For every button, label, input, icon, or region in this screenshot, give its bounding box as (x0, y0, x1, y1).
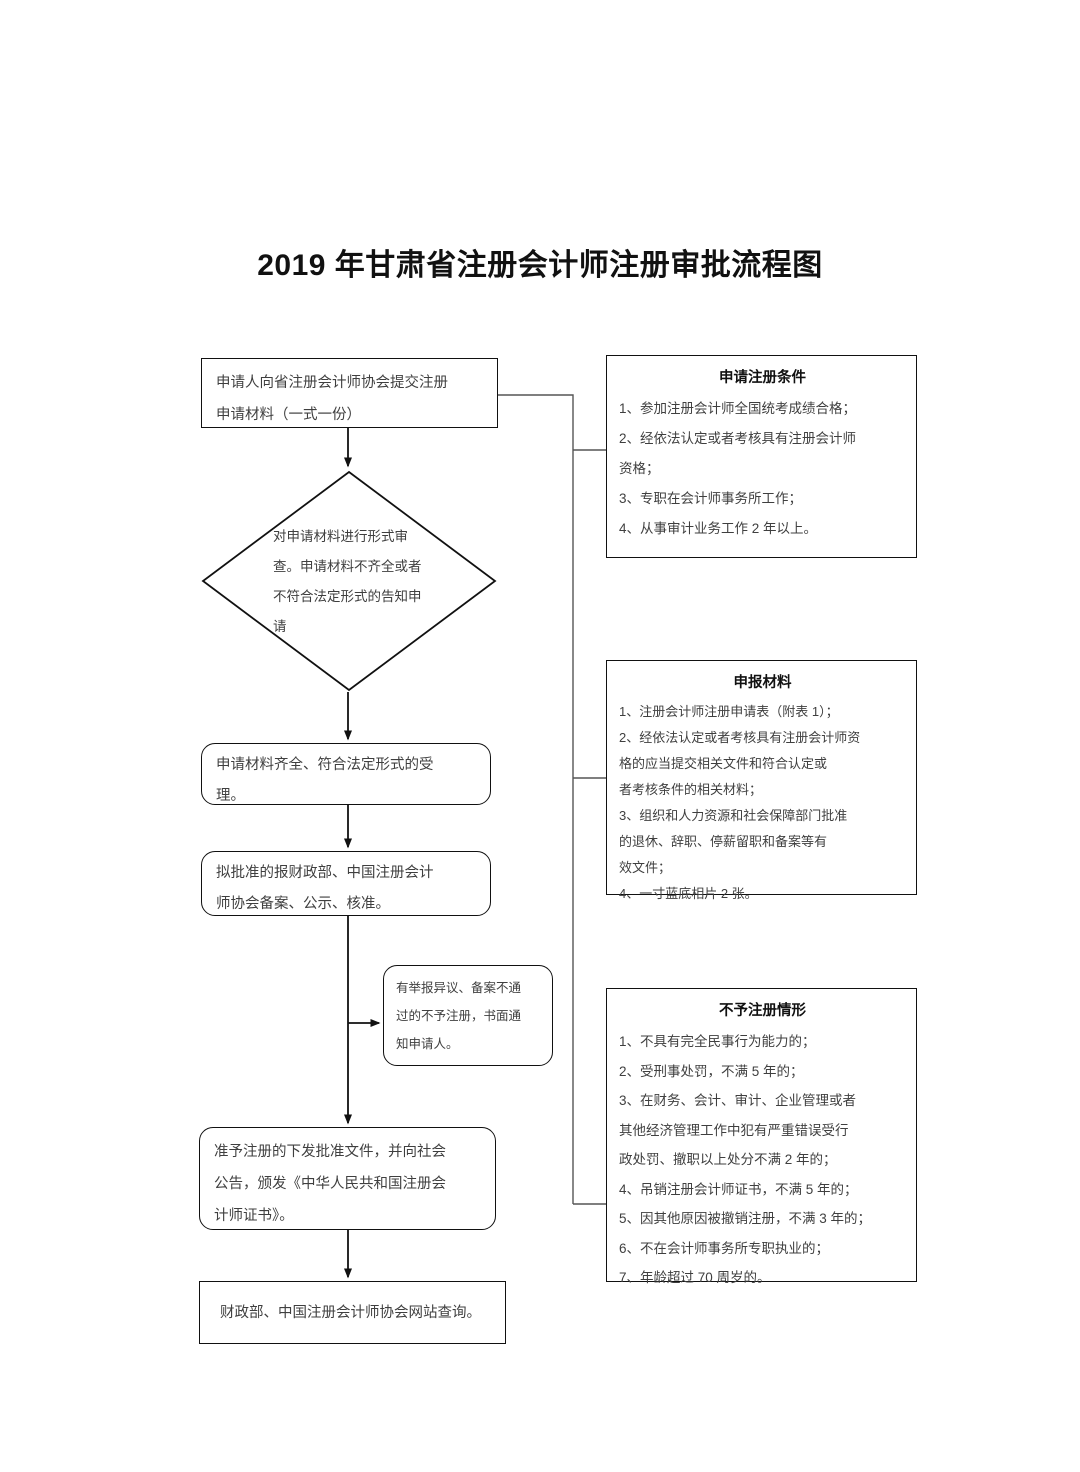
list-item: 3、在财务、会计、审计、企业管理或者 其他经济管理工作中犯有严重错误受行 政处罚… (619, 1093, 857, 1167)
node-refusal-notification: 有举报异议、备案不通 过的不予注册，书面通 知申请人。 (383, 965, 553, 1066)
list-item: 2、经依法认定或者考核具有注册会计师 资格； (619, 431, 857, 476)
node-submit-application-text: 申请人向省注册会计师协会提交注册 申请材料（一式一份） (216, 375, 448, 423)
node-accept-application: 申请材料齐全、符合法定形式的受 理。 (201, 743, 491, 805)
panel-submission-materials-title: 申报材料 (733, 675, 792, 691)
list-item: 5、因其他原因被撤销注册，不满 3 年的； (619, 1211, 872, 1226)
node-submit-application: 申请人向省注册会计师协会提交注册 申请材料（一式一份） (201, 358, 498, 428)
panel-refusal-circumstances-list: 1、不具有完全民事行为能力的； 2、受刑事处罚，不满 5 年的； 3、在财务、会… (617, 1027, 908, 1293)
list-item: 2、经依法认定或者考核具有注册会计师资 格的应当提交相关文件和符合认定或 者考核… (619, 730, 861, 797)
list-item: 7、年龄超过 70 周岁的。 (619, 1270, 771, 1285)
panel-submission-materials-list: 1、注册会计师注册申请表（附表 1）； 2、经依法认定或者考核具有注册会计师资 … (617, 699, 908, 907)
list-item: 1、注册会计师注册申请表（附表 1）； (619, 704, 839, 719)
panel-submission-materials: 申报材料 1、注册会计师注册申请表（附表 1）； 2、经依法认定或者考核具有注册… (606, 660, 917, 901)
node-accept-application-text: 申请材料齐全、符合法定形式的受 理。 (216, 757, 434, 804)
panel-refusal-circumstances-title: 不予注册情形 (719, 1003, 806, 1019)
node-approval-filing-text: 拟批准的报财政部、中国注册会计 师协会备案、公示、核准。 (216, 865, 434, 912)
node-form-review-decision: 对申请材料进行形式审查。申请材料不齐全或者不符合法定形式的告知申请 (201, 470, 497, 692)
node-form-review-decision-text: 对申请材料进行形式审查。申请材料不齐全或者不符合法定形式的告知申请 (273, 529, 422, 634)
panel-refusal-circumstances: 不予注册情形 1、不具有完全民事行为能力的； 2、受刑事处罚，不满 5 年的； … (606, 988, 917, 1285)
list-item: 4、从事审计业务工作 2 年以上。 (619, 521, 818, 536)
list-item: 2、受刑事处罚，不满 5 年的； (619, 1063, 804, 1079)
list-item: 6、不在会计师事务所专职执业的； (619, 1240, 830, 1256)
node-grant-certificate: 准予注册的下发批准文件，并向社会 公告，颁发《中华人民共和国注册会 计师证书》。 (199, 1127, 496, 1230)
page-title: 2019 年甘肃省注册会计师注册审批流程图 (257, 249, 823, 282)
diamond-shape (201, 470, 497, 692)
list-item: 1、不具有完全民事行为能力的； (619, 1034, 816, 1049)
node-grant-certificate-text: 准予注册的下发批准文件，并向社会 公告，颁发《中华人民共和国注册会 计师证书》。 (214, 1144, 446, 1224)
node-approval-filing: 拟批准的报财政部、中国注册会计 师协会备案、公示、核准。 (201, 851, 491, 916)
panel-registration-conditions: 申请注册条件 1、参加注册会计师全国统考成绩合格； 2、经依法认定或者考核具有注… (606, 355, 917, 558)
wire-trunk-conditions (498, 394, 574, 1204)
list-item: 1、参加注册会计师全国统考成绩合格； (619, 401, 857, 416)
list-item: 4、一寸蓝底相片 2 张。 (619, 886, 758, 901)
node-refusal-notification-text: 有举报异议、备案不通 过的不予注册，书面通 知申请人。 (396, 981, 522, 1051)
list-item: 3、组织和人力资源和社会保障部门批准 的退休、辞职、停薪留职和备案等有 效文件； (619, 808, 848, 875)
panel-registration-conditions-title: 申请注册条件 (719, 370, 806, 386)
panel-registration-conditions-list: 1、参加注册会计师全国统考成绩合格； 2、经依法认定或者考核具有注册会计师 资格… (617, 394, 908, 544)
node-website-query: 财政部、中国注册会计师协会网站查询。 (199, 1281, 506, 1344)
list-item: 3、专职在会计师事务所工作； (619, 491, 803, 506)
node-website-query-text: 财政部、中国注册会计师协会网站查询。 (220, 1305, 481, 1321)
list-item: 4、吊销注册会计师证书，不满 5 年的； (619, 1181, 858, 1197)
